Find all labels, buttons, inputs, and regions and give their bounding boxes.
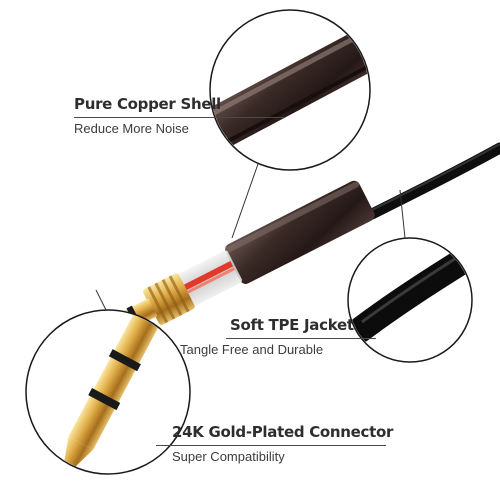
- feature-title: Soft TPE Jacket: [230, 316, 354, 334]
- feature-subtitle: Super Compatibility: [172, 449, 285, 464]
- gold-connector-closeup: [25, 309, 191, 475]
- cable: [366, 142, 500, 220]
- feature-tpe-jacket: Soft TPE Jacket Tangle Free and Durable: [180, 316, 376, 357]
- feature-subtitle: Reduce More Noise: [74, 121, 189, 136]
- tpe-jacket-closeup: [347, 237, 473, 363]
- feature-gold-connector: 24K Gold-Plated Connector Super Compatib…: [156, 423, 394, 464]
- divider: [226, 338, 376, 339]
- divider: [74, 117, 284, 118]
- feature-copper-shell: Pure Copper Shell Reduce More Noise: [74, 95, 284, 136]
- feature-title: Pure Copper Shell: [74, 95, 221, 113]
- copper-shell-closeup: [209, 9, 371, 171]
- feature-subtitle: Tangle Free and Durable: [180, 342, 324, 357]
- gold-threaded-ring: [143, 273, 195, 325]
- feature-title: 24K Gold-Plated Connector: [172, 423, 394, 441]
- divider: [156, 445, 386, 446]
- connector-housing: [225, 180, 375, 284]
